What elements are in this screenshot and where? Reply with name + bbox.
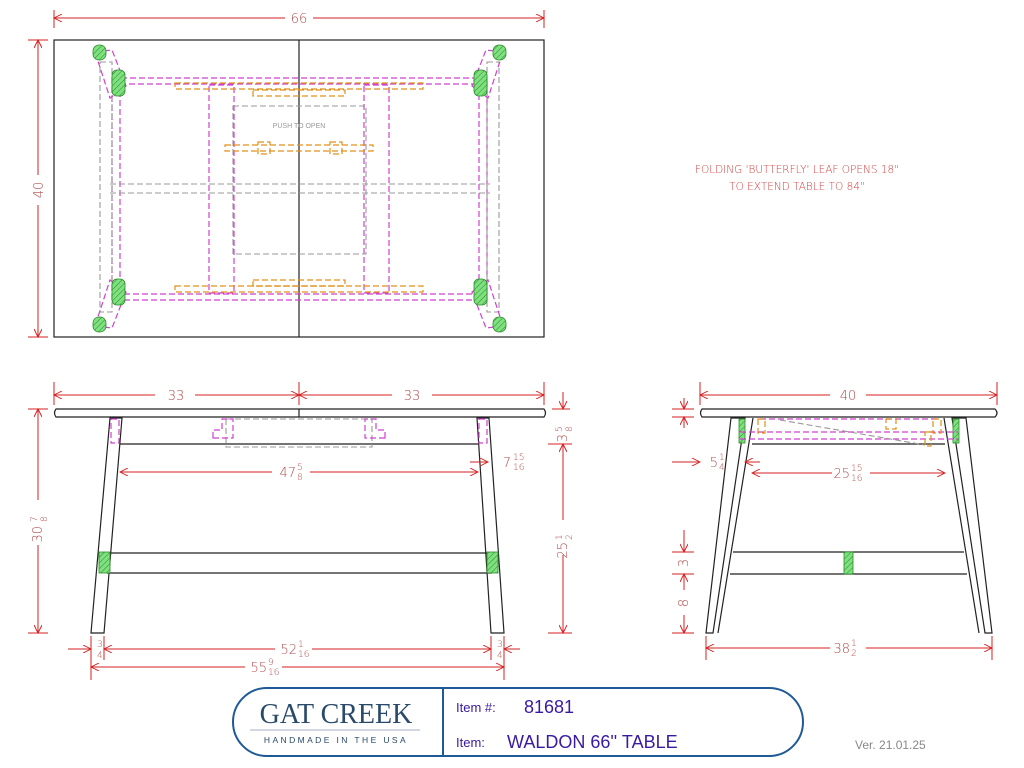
brand-logo: GAT CREEK [260, 699, 413, 730]
side-foot-span-dimension: 38 1 2 [833, 639, 856, 659]
svg-text:25: 25 [833, 467, 850, 482]
front-leg-left-dimension: 3 4 [97, 640, 103, 661]
svg-text:16: 16 [851, 474, 862, 484]
svg-text:5: 5 [297, 463, 303, 473]
svg-text:4: 4 [719, 463, 725, 473]
svg-text:4: 4 [497, 651, 503, 661]
item-number-label: Item #: [456, 700, 496, 715]
svg-text:9: 9 [268, 658, 274, 668]
item-name: WALDON 66'' TABLE [507, 732, 678, 752]
svg-text:4: 4 [97, 651, 103, 661]
svg-text:15: 15 [513, 453, 524, 463]
brand-tagline: HANDMADE IN THE USA [264, 735, 408, 745]
front-stretcher-height-dimension: 25 1 2 [555, 534, 575, 558]
item-name-label: Item: [456, 735, 485, 750]
side-leg-inset-dimension: 5 1 4 [710, 453, 725, 473]
svg-text:25: 25 [556, 542, 571, 559]
front-height-dimension: 30 7 8 [30, 516, 50, 542]
title-block: GAT CREEK HANDMADE IN THE USA Item #: 81… [232, 687, 804, 757]
front-right-leg [476, 417, 505, 634]
leaf-note-line1: FOLDING 'BUTTERFLY' LEAF OPENS 18" [695, 164, 899, 176]
svg-text:3: 3 [497, 640, 503, 650]
svg-text:8: 8 [297, 473, 303, 483]
svg-text:47: 47 [279, 466, 296, 481]
svg-text:1: 1 [719, 453, 725, 463]
top-width-dimension: 66 [291, 12, 308, 27]
svg-text:5: 5 [710, 456, 718, 471]
front-leg-right-dimension: 3 4 [497, 640, 503, 661]
svg-text:1: 1 [851, 639, 857, 649]
svg-text:30: 30 [31, 526, 46, 543]
side-width-dimension: 40 [840, 389, 857, 404]
svg-text:3: 3 [556, 434, 571, 442]
svg-text:38: 38 [833, 642, 850, 657]
svg-text:2: 2 [565, 534, 575, 540]
svg-text:7: 7 [503, 456, 511, 471]
svg-text:8: 8 [565, 426, 575, 432]
svg-text:8: 8 [40, 516, 50, 522]
svg-text:16: 16 [298, 650, 309, 660]
front-view: 33 33 30 7 8 3 5 8 25 [28, 382, 575, 680]
side-stretcher-height-dimension: 8 [677, 599, 692, 607]
front-left-leg [90, 417, 123, 634]
front-inner-span-dimension: 47 5 8 [279, 463, 302, 483]
front-foot-outer-dimension: 55 9 16 [250, 658, 279, 678]
svg-text:52: 52 [280, 643, 297, 658]
front-table-top [53, 408, 547, 418]
leg-sections [92, 44, 507, 333]
side-table-top [699, 408, 998, 418]
front-half-right-dimension: 33 [404, 389, 421, 404]
front-apron-dimension: 3 5 8 [555, 426, 575, 442]
svg-text:1: 1 [555, 534, 565, 540]
side-right-leg [951, 417, 993, 634]
svg-text:16: 16 [513, 463, 524, 473]
svg-text:15: 15 [851, 464, 862, 474]
svg-text:2: 2 [851, 649, 857, 659]
front-half-left-dimension: 33 [168, 389, 185, 404]
svg-text:1: 1 [298, 640, 304, 650]
top-view: 66 40 PUSH TO OPEN [28, 10, 544, 337]
front-leg-inset-dimension: 7 15 16 [470, 453, 524, 473]
svg-text:7: 7 [30, 516, 40, 522]
side-view: 40 5 1 4 25 15 1 [672, 382, 997, 660]
item-number: 81681 [524, 697, 574, 717]
svg-text:3: 3 [97, 640, 103, 650]
svg-text:55: 55 [250, 661, 267, 676]
svg-text:5: 5 [555, 426, 565, 432]
version-label: Ver. 21.01.25 [855, 738, 926, 752]
top-depth-dimension: 40 [32, 182, 47, 199]
front-foot-inner-dimension: 52 1 16 [280, 640, 309, 660]
side-left-leg [705, 417, 746, 634]
side-inner-span-dimension: 25 15 16 [833, 464, 862, 484]
leaf-note-line2: TO EXTEND TABLE TO 84" [729, 181, 865, 193]
svg-text:16: 16 [268, 668, 279, 678]
side-stretcher-width-dimension: 3 [677, 559, 692, 567]
push-to-open-label: PUSH TO OPEN [273, 123, 326, 130]
